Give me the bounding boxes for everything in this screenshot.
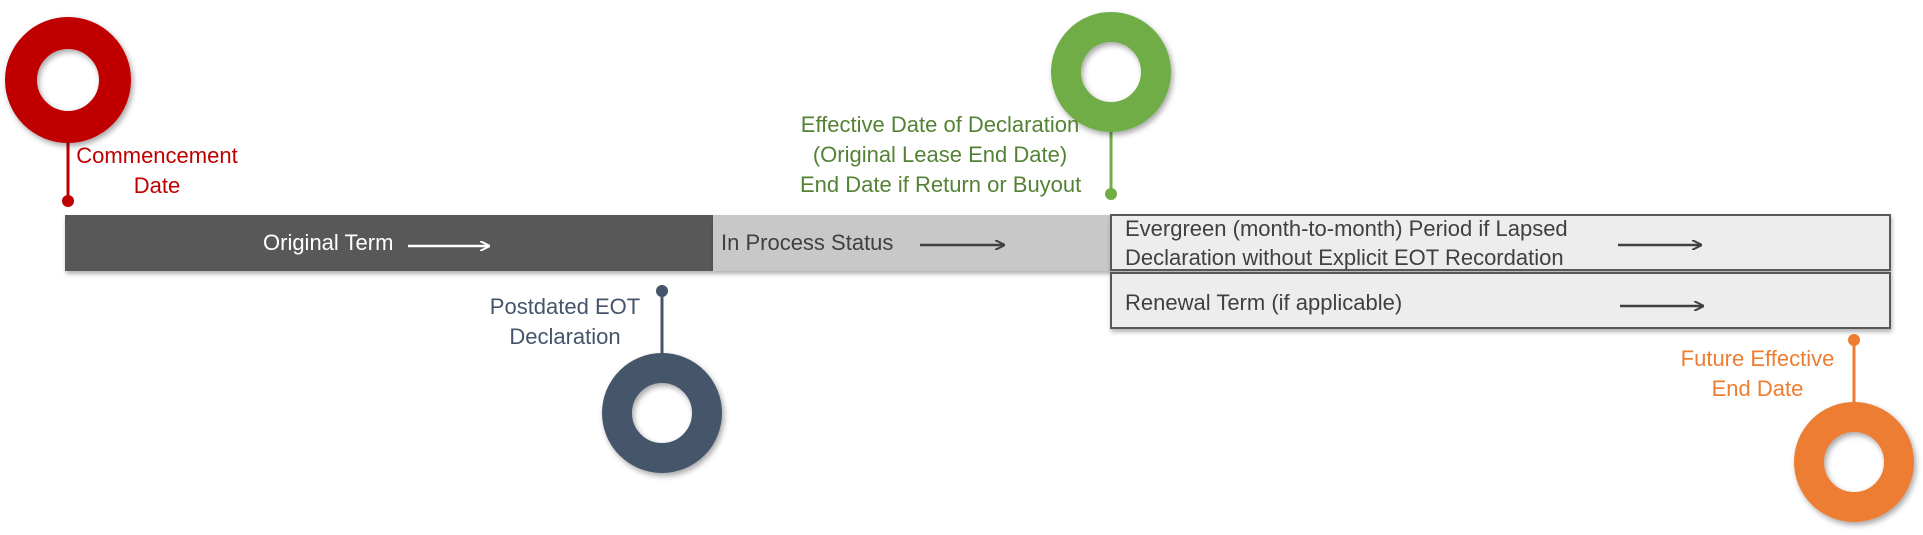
future-marker [1794,334,1914,522]
renewal-term-box [1110,272,1891,329]
evergreen-label: Evergreen (month-to-month) Period if Lap… [1125,216,1568,270]
commencement-marker [5,17,131,207]
postdated-label: Postdated EOT Declaration [489,294,641,349]
evergreen-period-box [1110,214,1891,271]
future-label: Future Effective End Date [1680,346,1835,401]
effective-marker [1051,12,1171,200]
ring-marker-icon [602,353,722,473]
effective-label: Effective Date of Declaration (Original … [800,112,1082,197]
postdated-marker [602,285,722,473]
in-process-label: In Process Status [721,230,894,255]
renewal-label: Renewal Term (if applicable) [1125,290,1403,315]
ring-marker-icon [5,17,131,143]
commencement-label: Commencement Date [76,143,238,198]
original-term-label: Original Term [263,230,394,255]
ring-marker-icon [1051,12,1171,132]
ring-marker-icon [1794,402,1914,522]
in-process-bar [713,215,1111,271]
original-term-bar [65,215,713,271]
